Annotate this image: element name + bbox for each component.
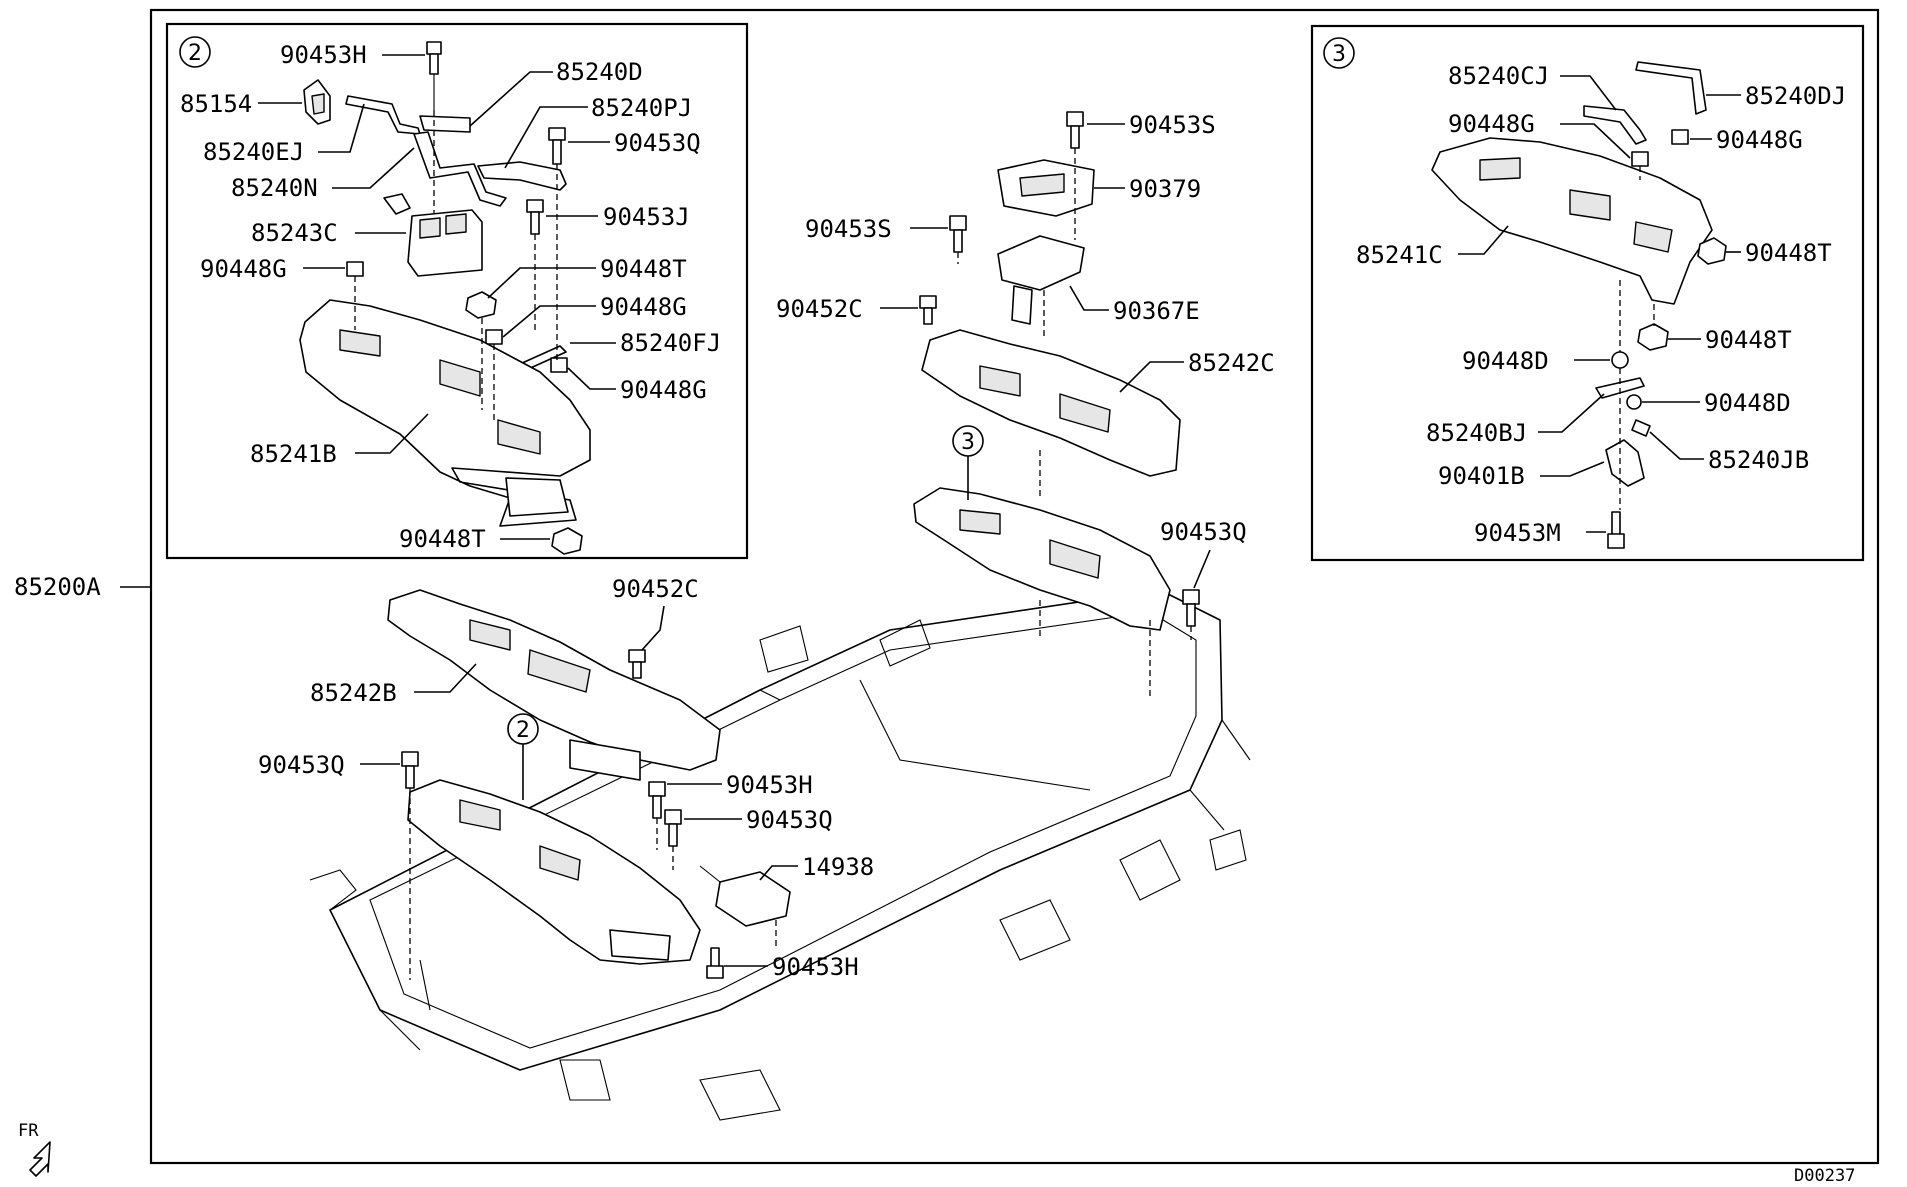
inset-left-number: 2 xyxy=(188,41,202,66)
inset-right-number-circle xyxy=(1323,37,1355,69)
harness-85240DJ[interactable] xyxy=(1635,61,1707,115)
label-85240JB[interactable]: 85240JB xyxy=(1708,446,1809,474)
module-90379[interactable] xyxy=(997,159,1095,217)
label-90367E[interactable]: 90367E xyxy=(1113,297,1200,325)
main-assembly-group: 3 xyxy=(258,111,1275,1121)
label-90448G-inset-c[interactable]: 90448G xyxy=(620,376,707,404)
harness-85240D[interactable] xyxy=(419,115,471,133)
label-90453M[interactable]: 90453M xyxy=(1474,519,1561,547)
label-14938[interactable]: 14938 xyxy=(802,853,874,881)
bolt-90453J-inset[interactable] xyxy=(526,199,544,235)
label-85241C[interactable]: 85241C xyxy=(1356,241,1443,269)
junction-block-3-main[interactable] xyxy=(913,487,1171,631)
label-90448D-right-b[interactable]: 90448D xyxy=(1704,389,1791,417)
fuse-90401B[interactable] xyxy=(1605,439,1645,487)
bolt-90453S-main-a[interactable] xyxy=(1066,111,1084,149)
label-90448G-inset-b[interactable]: 90448G xyxy=(600,293,687,321)
label-90448T-right-a[interactable]: 90448T xyxy=(1745,239,1832,267)
callout-number-3: 3 xyxy=(961,430,975,455)
label-90453S-main-b[interactable]: 90453S xyxy=(805,215,892,243)
nut-90448T-inset-a[interactable] xyxy=(465,291,497,319)
sensor-14938[interactable] xyxy=(699,865,791,927)
label-85240D[interactable]: 85240D xyxy=(556,58,643,86)
label-90452C-main-b[interactable]: 90452C xyxy=(612,575,699,603)
nut-90448D-right-a[interactable] xyxy=(1611,351,1629,369)
label-90448G-right-b[interactable]: 90448G xyxy=(1716,126,1803,154)
label-90453H-inset[interactable]: 90453H xyxy=(280,41,367,69)
inset-left-number-circle xyxy=(179,36,211,68)
label-85241B[interactable]: 85241B xyxy=(250,440,337,468)
label-90448G-inset-a[interactable]: 90448G xyxy=(200,255,287,283)
label-85240BJ[interactable]: 85240BJ xyxy=(1426,419,1527,447)
harness-85240PJ[interactable] xyxy=(477,161,567,191)
clip-85154[interactable] xyxy=(303,79,331,125)
bolt-90453H-inset[interactable] xyxy=(426,41,442,110)
relay-box-85243C[interactable] xyxy=(383,193,483,277)
nut-90448G-inset-a[interactable] xyxy=(346,261,364,277)
label-90453Q-main-c[interactable]: 90453Q xyxy=(746,806,833,834)
junction-block-85242C[interactable] xyxy=(921,329,1181,477)
label-90453H-main-a[interactable]: 90453H xyxy=(726,771,813,799)
label-90452C-main-a[interactable]: 90452C xyxy=(776,295,863,323)
label-85242B[interactable]: 85242B xyxy=(310,679,397,707)
inset-right-frame xyxy=(1310,24,1865,562)
label-90453J[interactable]: 90453J xyxy=(603,203,690,231)
junction-block-85241B[interactable] xyxy=(299,299,591,527)
bracket-85240JB[interactable] xyxy=(1631,419,1651,437)
clip-90452C-main-b[interactable] xyxy=(628,649,646,679)
bolt-90453S-main-b[interactable] xyxy=(949,215,967,253)
label-90448T-right-b[interactable]: 90448T xyxy=(1705,326,1792,354)
label-85154[interactable]: 85154 xyxy=(180,90,252,118)
bracket-90367E[interactable] xyxy=(997,235,1085,325)
junction-block-85241C[interactable] xyxy=(1431,137,1713,305)
callout-number-2: 2 xyxy=(516,718,530,743)
label-85240EJ[interactable]: 85240EJ xyxy=(203,138,304,166)
label-85240PJ[interactable]: 85240PJ xyxy=(591,94,692,122)
label-90448G-right-a[interactable]: 90448G xyxy=(1448,110,1535,138)
label-90401B[interactable]: 90401B xyxy=(1438,462,1525,490)
front-arrow-icon xyxy=(29,1141,51,1177)
bolt-90453Q-main-b[interactable] xyxy=(401,751,419,789)
label-90379[interactable]: 90379 xyxy=(1129,175,1201,203)
inset-right-group: 3 85240CJ 85240DJ 90448G 9044 xyxy=(1310,24,1865,562)
label-90453Q-main-b[interactable]: 90453Q xyxy=(258,751,345,779)
label-90448T-inset-b[interactable]: 90448T xyxy=(399,525,486,553)
junction-block-2-main[interactable] xyxy=(407,779,701,965)
label-90448D-right-a[interactable]: 90448D xyxy=(1462,347,1549,375)
label-90453S-main-a[interactable]: 90453S xyxy=(1129,111,1216,139)
bolt-90453H-main-b[interactable] xyxy=(706,947,724,979)
label-85240N[interactable]: 85240N xyxy=(231,174,318,202)
inset-left-group: 2 xyxy=(165,22,749,560)
harness-85240N[interactable] xyxy=(413,131,507,207)
junction-block-85242B[interactable] xyxy=(387,589,721,781)
label-85240FJ[interactable]: 85240FJ xyxy=(620,329,721,357)
bolt-90453M[interactable] xyxy=(1607,511,1625,549)
direction-label: FR xyxy=(18,1121,39,1141)
label-90453Q-main-a[interactable]: 90453Q xyxy=(1160,518,1247,546)
nut-90448G-right-b[interactable] xyxy=(1671,129,1689,145)
nut-90448G-right-a[interactable] xyxy=(1631,151,1649,167)
label-85240CJ[interactable]: 85240CJ xyxy=(1448,62,1549,90)
label-85240DJ[interactable]: 85240DJ xyxy=(1745,82,1846,110)
clip-90452C-main-a[interactable] xyxy=(919,295,937,325)
label-85200A[interactable]: 85200A xyxy=(14,573,101,601)
label-85243C[interactable]: 85243C xyxy=(251,219,338,247)
label-85242C[interactable]: 85242C xyxy=(1188,349,1275,377)
drawing-number: D00237 xyxy=(1794,1166,1855,1186)
harness-85240CJ[interactable] xyxy=(1583,105,1647,145)
nut-90448T-right-a[interactable] xyxy=(1697,237,1727,265)
nut-90448T-right-b[interactable] xyxy=(1637,323,1669,351)
inset-left-frame xyxy=(165,22,749,560)
label-90453Q-inset[interactable]: 90453Q xyxy=(614,129,701,157)
bolt-90453Q-inset[interactable] xyxy=(548,127,566,165)
nut-90448G-inset-c[interactable] xyxy=(550,357,568,373)
label-90453H-main-b[interactable]: 90453H xyxy=(772,953,859,981)
nut-90448G-inset-b[interactable] xyxy=(485,329,503,345)
inset-right-number: 3 xyxy=(1332,42,1346,67)
chassis-frame xyxy=(309,589,1251,1121)
nut-90448T-inset-b[interactable] xyxy=(551,527,583,555)
nut-90448D-right-b[interactable] xyxy=(1626,394,1642,410)
label-90448T-inset-a[interactable]: 90448T xyxy=(600,255,687,283)
